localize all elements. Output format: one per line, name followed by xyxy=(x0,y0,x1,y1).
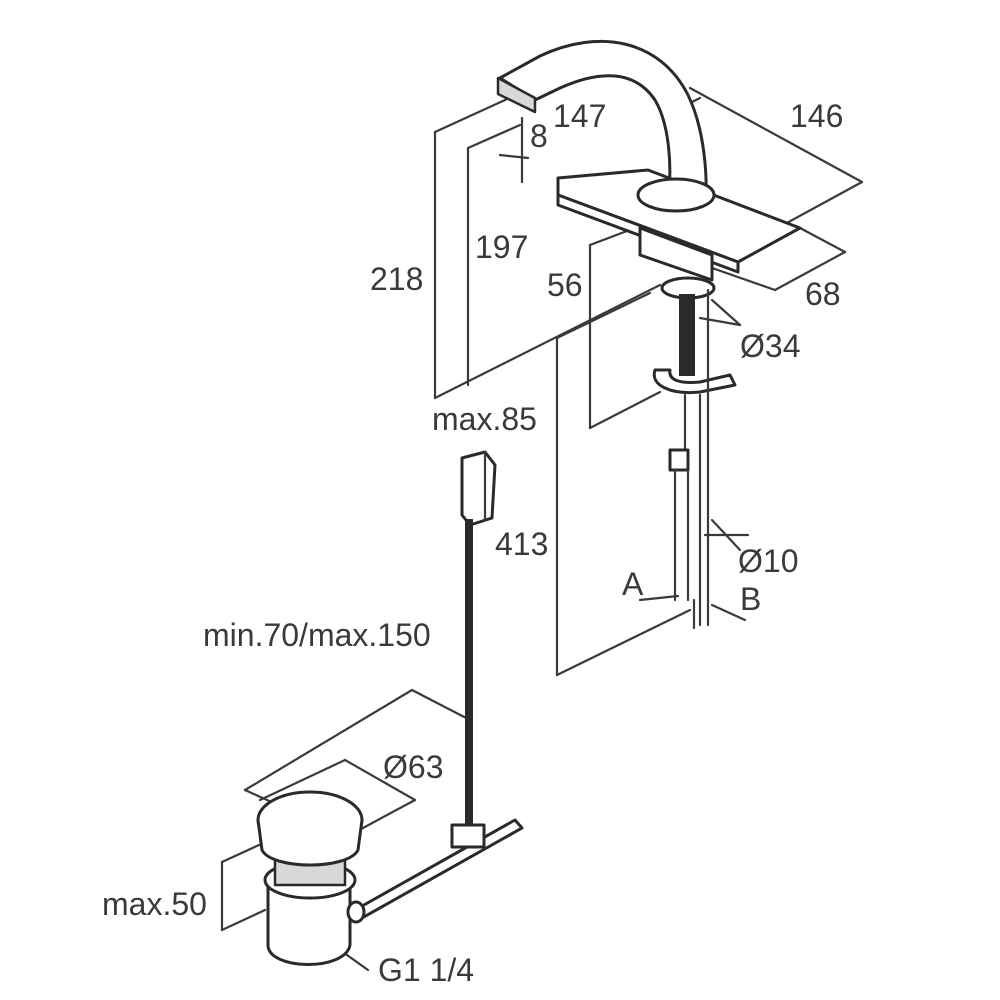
label-dia34: Ø34 xyxy=(740,328,800,364)
label-147: 147 xyxy=(553,98,606,134)
label-dia10: Ø10 xyxy=(738,543,798,579)
label-218: 218 xyxy=(370,261,423,297)
label-a: A xyxy=(622,566,644,602)
label-413: 413 xyxy=(495,526,548,562)
label-min70-max150: min.70/max.150 xyxy=(203,617,431,653)
pull-rod xyxy=(460,450,497,831)
label-dia63: Ø63 xyxy=(383,749,443,785)
label-max50: max.50 xyxy=(102,886,207,922)
dimension-labels: 147 146 8 218 197 56 68 Ø34 max.85 413 Ø… xyxy=(102,98,843,988)
mounting-rod xyxy=(652,288,737,630)
label-197: 197 xyxy=(475,229,528,265)
label-146: 146 xyxy=(790,98,843,134)
drain-assembly xyxy=(256,790,524,966)
faucet-body xyxy=(496,39,802,300)
label-8: 8 xyxy=(530,118,548,154)
label-b: B xyxy=(740,581,761,617)
label-56: 56 xyxy=(547,267,583,303)
label-68: 68 xyxy=(805,276,841,312)
label-max85: max.85 xyxy=(432,401,537,437)
label-g1-1-4: G1 1/4 xyxy=(378,952,474,988)
